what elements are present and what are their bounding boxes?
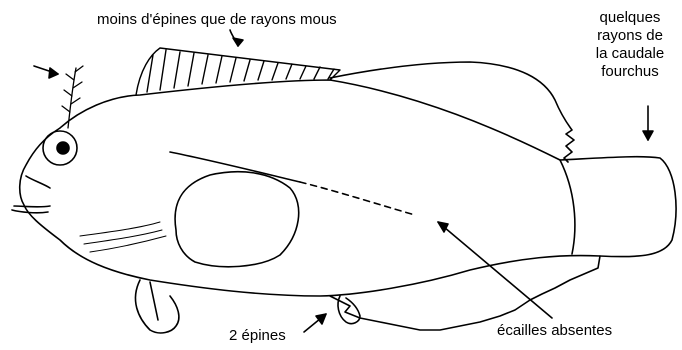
label-caudal-rays: quelques rayons de la caudale fourchus (578, 9, 682, 81)
gill-lines (80, 222, 166, 252)
label-dorsal-spines: moins d'épines que de rayons mous (97, 11, 337, 29)
lateral-line (170, 152, 300, 182)
lateral-line-dashed (300, 182, 415, 215)
label-caudal-line-4: fourchus (578, 63, 682, 81)
arrow-dorsal (230, 30, 243, 46)
arrow-caudal (643, 106, 653, 140)
anal-fin (330, 256, 600, 330)
arrow-pelvic (304, 314, 326, 332)
arrow-tentacle (34, 66, 58, 78)
label-scales-absent: écailles absentes (497, 322, 612, 340)
eye-pupil (57, 142, 69, 154)
label-pelvic-spines: 2 épines (229, 327, 286, 345)
label-caudal-line-1: quelques (578, 9, 682, 27)
dorsal-soft-fin (330, 62, 574, 162)
label-caudal-line-2: rayons de (578, 27, 682, 45)
arrow-scales (438, 222, 552, 318)
body-outline (20, 80, 676, 296)
anal-spine-fin (338, 296, 360, 324)
pelvic-fin (135, 280, 178, 333)
mouth (12, 176, 50, 213)
caudal-fin (560, 160, 575, 254)
dorsal-spiny-fin (136, 48, 340, 95)
label-caudal-line-3: la caudale (578, 45, 682, 63)
pectoral-fin (175, 172, 299, 267)
